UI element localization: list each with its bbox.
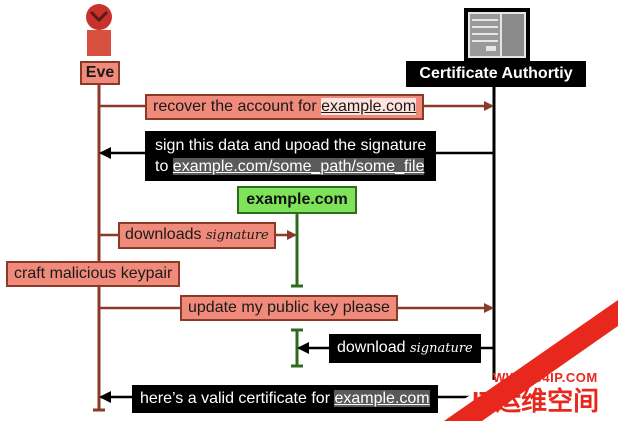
- message-downloads-signature: signature: [205, 228, 269, 243]
- server-icon: [464, 8, 530, 62]
- message-download-signature: download signature: [329, 334, 481, 363]
- message-sign-line2: to example.com/some_path/some_file: [155, 156, 426, 177]
- message-certificate: here’s a valid certificate for example.c…: [132, 385, 438, 413]
- example-label: example.com: [237, 186, 357, 214]
- message-update: update my public key please: [180, 295, 398, 321]
- message-download-text: download: [337, 339, 410, 356]
- message-sign: sign this data and upoad the signature t…: [145, 131, 437, 181]
- message-sign-line1: sign this data and upoad the signature: [155, 137, 427, 154]
- message-sign-prefix: to: [155, 158, 173, 175]
- message-certificate-text: here’s a valid certificate for: [140, 390, 335, 407]
- message-recover-link: example.com: [321, 98, 417, 115]
- ca-label: Certificate Authortiy: [406, 61, 586, 87]
- message-sign-link: example.com/some_path/some_file: [172, 158, 425, 175]
- watermark-url: WWW.94IP.COM: [493, 370, 598, 385]
- message-downloads: downloads signature: [118, 222, 276, 249]
- message-downloads-text: downloads: [125, 226, 206, 243]
- message-recover-text: recover the account for: [153, 98, 322, 115]
- message-certificate-link: example.com: [334, 390, 430, 407]
- eve-label: Eve: [80, 61, 120, 85]
- watermark: WWW.94IP.COM IT运维空间: [430, 300, 618, 421]
- watermark-brand: IT运维空间: [472, 386, 600, 416]
- message-download-sig: signature: [409, 341, 473, 356]
- eve-icon: [86, 4, 112, 56]
- message-recover: recover the account for example.com: [145, 94, 425, 120]
- message-craft: craft malicious keypair: [6, 261, 181, 287]
